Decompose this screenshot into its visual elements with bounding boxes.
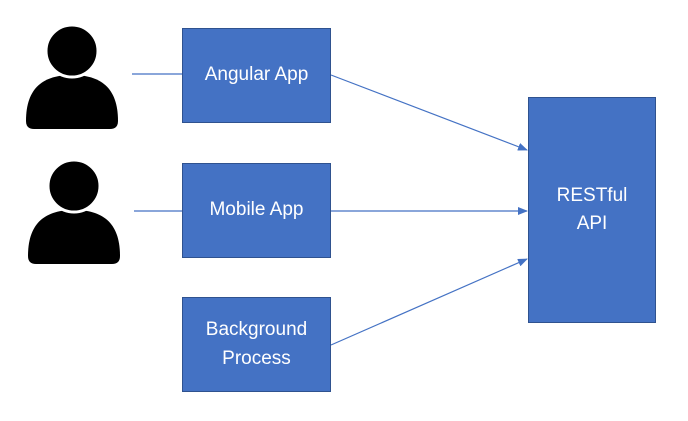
angular-to-api-arrow [330,74,528,151]
angular-app-box: Angular App [182,28,331,123]
background-to-api-arrow [330,258,528,346]
user-icon [26,23,118,129]
restful-api-label: RESTful API [556,184,628,235]
background-process-label: Background Process [205,319,308,369]
mobile-app-box: Mobile App [182,163,331,258]
mobile-app-label: Mobile App [209,199,304,221]
angular-app-label: Angular App [204,64,309,86]
user-icon [28,158,120,264]
background-process-box: Background Process [182,297,331,392]
restful-api-box: RESTful API [528,97,656,323]
